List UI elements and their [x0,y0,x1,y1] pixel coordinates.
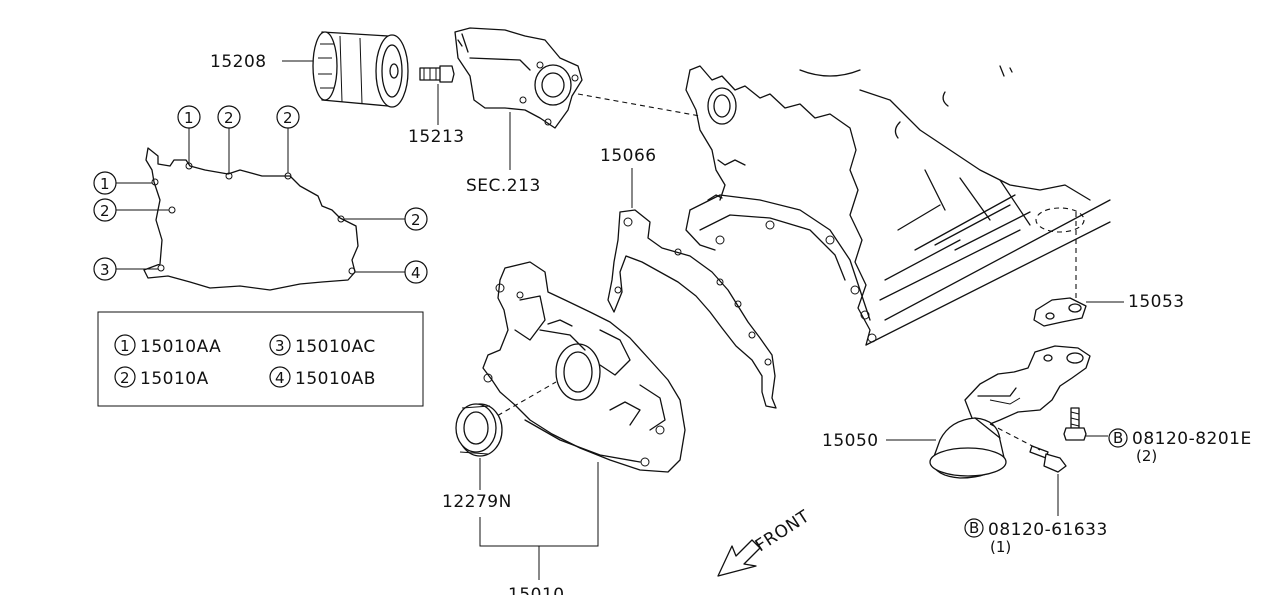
marker-4-right: 4 [404,260,428,284]
legend-item-3: 3 15010AC [269,334,376,357]
svg-text:1: 1 [184,109,194,127]
strainer-bolt-lower [1029,445,1067,473]
svg-text:2: 2 [224,109,234,127]
front-direction-arrow [717,539,761,577]
qty-bolt-a: (2) [1136,447,1157,465]
oil-pump-body [482,261,686,473]
oil-filter [312,31,409,108]
marker-2-top-b: 2 [276,105,300,129]
oil-strainer [929,345,1091,479]
marker-2-left: 2 [93,198,117,222]
svg-text:3: 3 [275,337,285,355]
svg-text:1: 1 [120,337,130,355]
legend-box: 1 15010AA 2 15010A 3 15010AC 4 15010AB [97,311,424,407]
legend-item-1: 1 15010AA [114,334,221,357]
svg-text:15010AA: 15010AA [140,337,221,357]
part-ref-oil-cooler: SEC.213 [466,176,541,196]
svg-text:4: 4 [275,369,285,387]
part-number-gasket-strainer: 15053 [1128,292,1185,312]
svg-text:15010AC: 15010AC [295,337,376,357]
svg-text:2: 2 [283,109,293,127]
part-number-gasket-front: 15066 [600,146,657,166]
part-number-seal: 12279N [442,492,512,512]
svg-text:2: 2 [100,202,110,220]
strainer-gasket [1033,297,1087,327]
part-number-connector: 15213 [408,127,465,147]
strainer-bolt-upper [1063,407,1087,441]
legend-item-4: 4 15010AB [269,366,376,389]
engine-block [685,65,1111,346]
connector-bolt [419,65,455,83]
part-number-bolt-a: 08120-8201E [1132,429,1252,449]
svg-text:15010AB: 15010AB [295,369,376,389]
svg-text:15010A: 15010A [140,369,209,389]
svg-text:4: 4 [411,264,421,282]
part-number-pump-assembly: 15010 [508,585,565,595]
legend-item-2: 2 15010A [114,366,209,389]
marker-1-top: 1 [177,105,201,129]
qty-bolt-b: (1) [990,538,1011,556]
front-cover-gasket [607,209,777,409]
svg-text:2: 2 [411,211,421,229]
svg-text:3: 3 [100,261,110,279]
oil-cooler [454,27,583,129]
marker-2-right: 2 [404,207,428,231]
front-label: FRONT [752,506,814,556]
part-number-oil-filter: 15208 [210,52,267,72]
part-number-strainer: 15050 [822,431,879,451]
bolt-type-badge-lower: B [969,519,979,537]
front-oil-seal [455,403,503,457]
gasket-outline-diagram [143,147,359,291]
svg-text:2: 2 [120,369,130,387]
marker-1-left: 1 [93,171,117,195]
marker-3-left: 3 [93,257,117,281]
bolt-type-badge-upper: B [1113,429,1123,447]
svg-text:1: 1 [100,175,110,193]
marker-2-top-a: 2 [217,105,241,129]
part-number-bolt-b: 08120-61633 [988,520,1108,540]
